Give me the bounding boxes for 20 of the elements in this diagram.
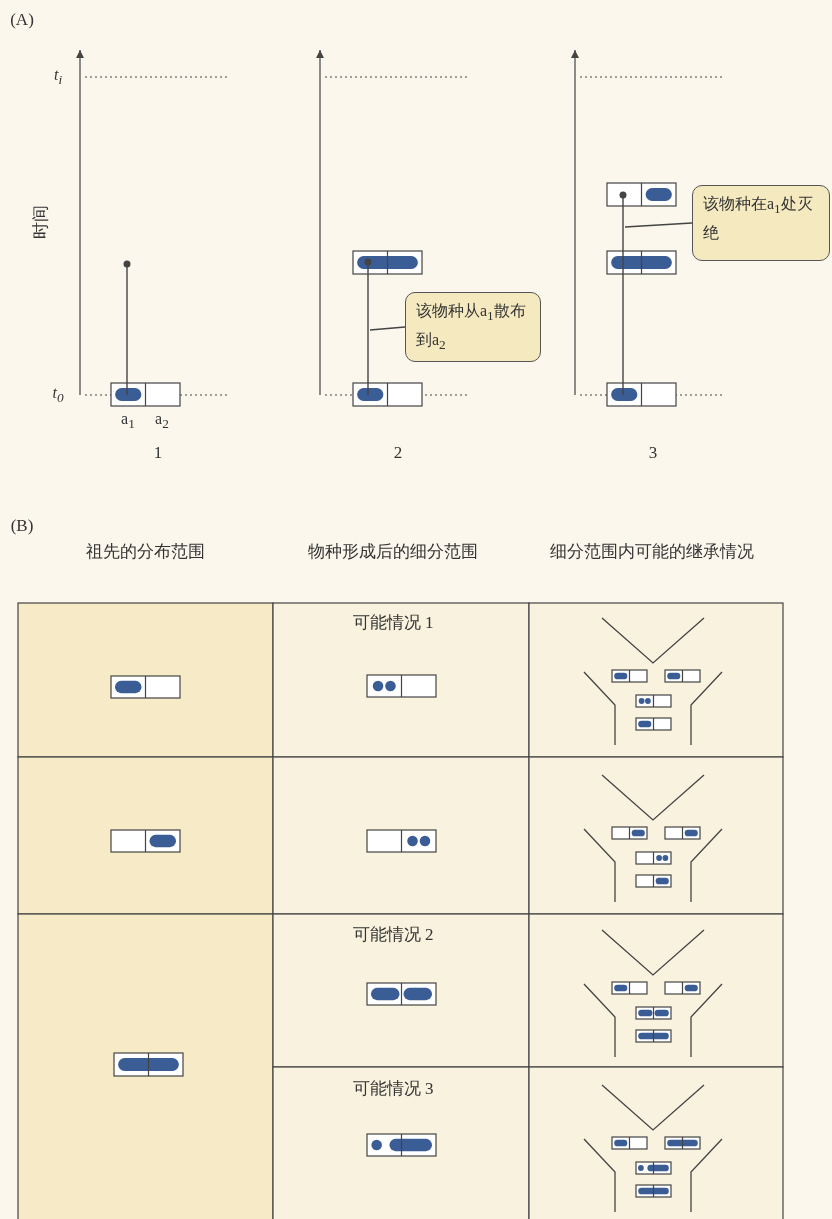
scenario-number: 1: [153, 443, 163, 463]
axis-label: t$_{i}$: [53, 65, 63, 89]
panel-label: (A): [10, 10, 34, 30]
scenario-number: 2: [393, 443, 403, 463]
cell-label: 可能情况 3: [352, 1077, 434, 1100]
column-header: 细分范围内可能的继承情况: [550, 540, 754, 563]
callout-box: 该物种从a$_{1}$散布到a$_{2}$: [405, 292, 541, 362]
area-label: a$_{1}$: [121, 409, 135, 433]
area-label: a$_{2}$: [155, 409, 169, 433]
axis-label: t$_{0}$: [52, 383, 64, 407]
panel-label: (B): [10, 516, 34, 536]
column-header: 祖先的分布范围: [85, 540, 205, 563]
scenario-number: 3: [648, 443, 658, 463]
cell-label: 可能情况 1: [352, 611, 434, 634]
callout-box: 该物种在a$_{1}$处灭绝: [692, 185, 830, 261]
column-header: 物种形成后的细分范围: [308, 540, 478, 563]
leader-line: [624, 222, 693, 228]
axis-title: 时间: [29, 205, 51, 239]
cell-label: 可能情况 2: [352, 923, 434, 946]
leader-line: [369, 326, 406, 331]
